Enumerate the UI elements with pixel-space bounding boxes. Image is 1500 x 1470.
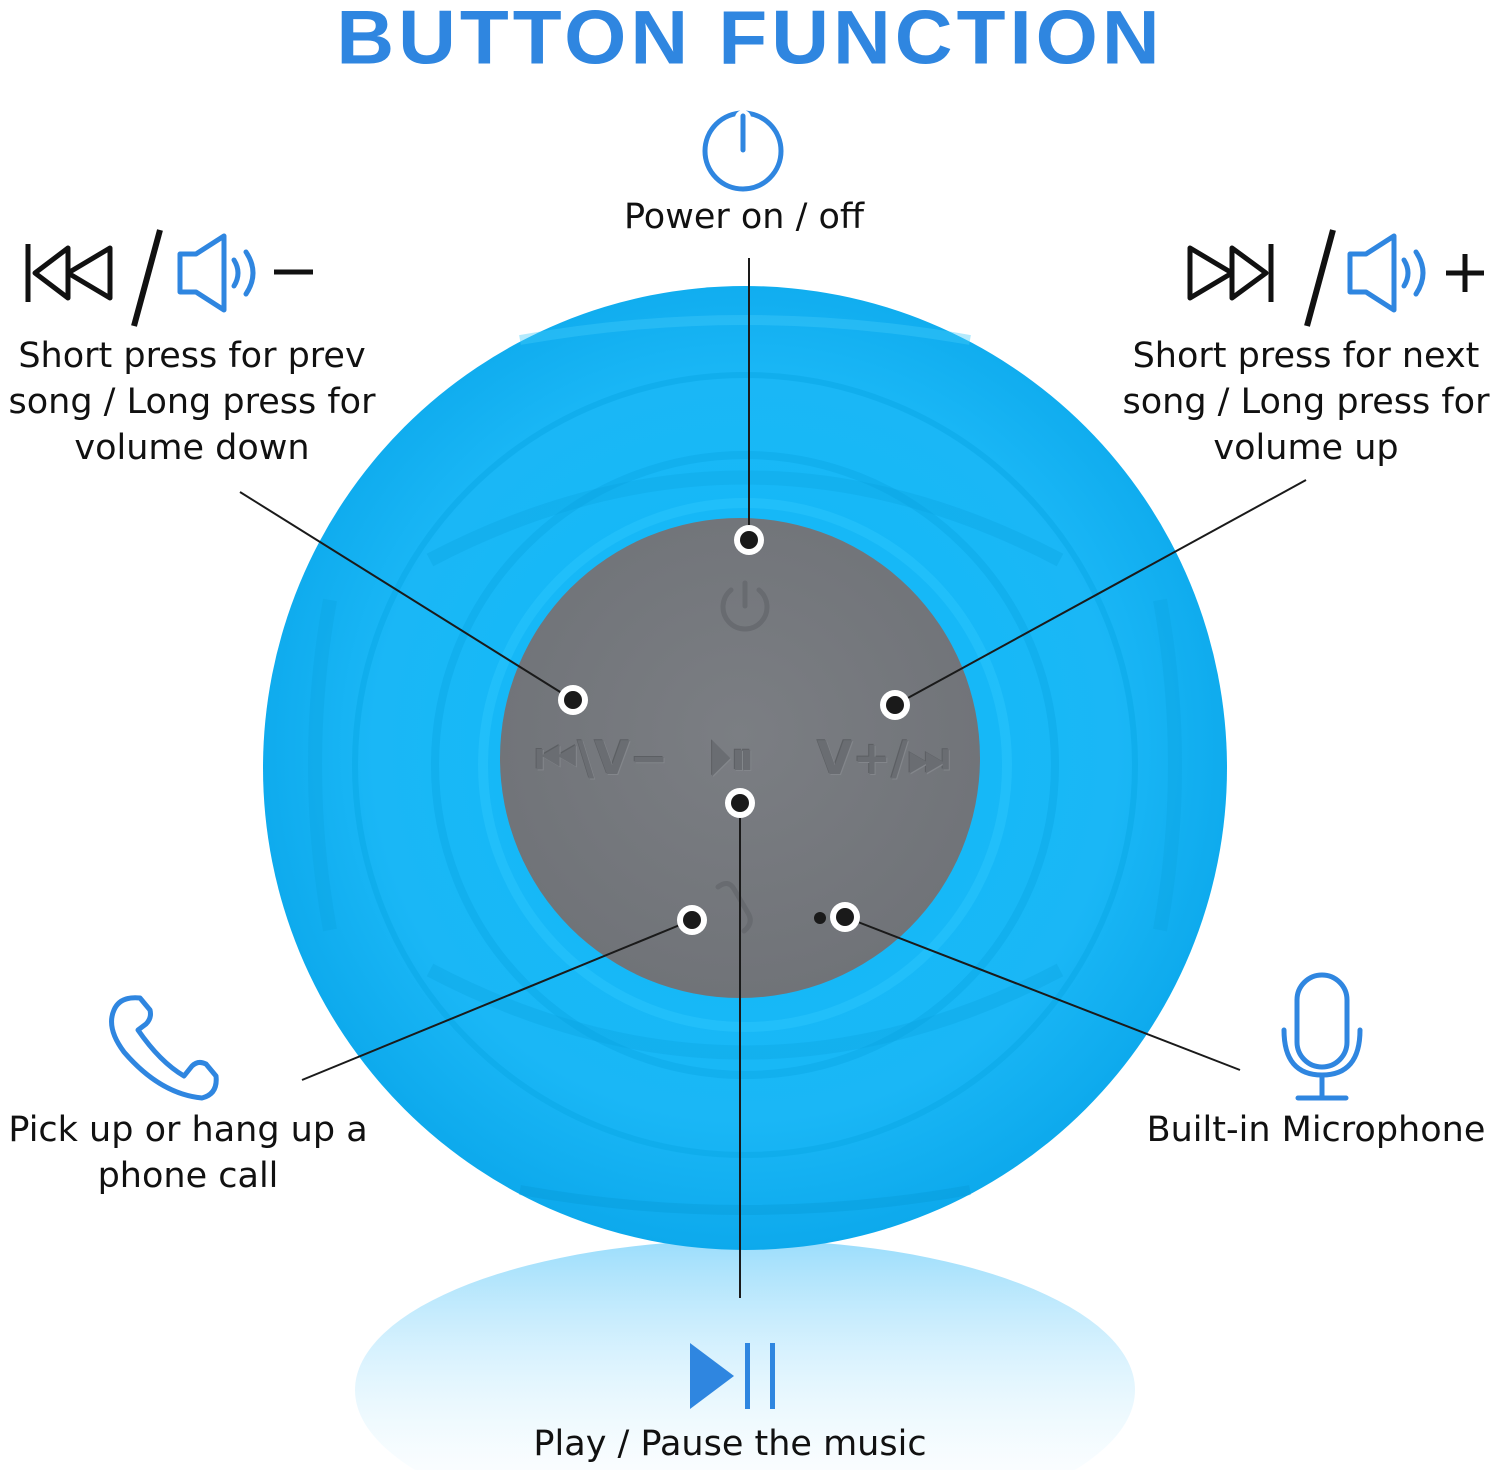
marker-call	[677, 905, 707, 935]
slash-right	[1304, 229, 1336, 327]
call-label-line-1: Pick up or hang up a	[8, 1110, 368, 1150]
marker-next	[880, 690, 910, 720]
mic-label: Built-in Microphone	[1146, 1110, 1486, 1150]
next-label-line-2: song / Long press for	[1122, 382, 1490, 422]
prev-label: Short press for prev song / Long press f…	[0, 333, 384, 471]
panel-next-volume-text: V+/⏭	[817, 731, 950, 785]
skip-next-icon	[1187, 244, 1274, 302]
next-label-line-1: Short press for next	[1132, 336, 1480, 376]
marker-play	[725, 788, 755, 818]
play-label: Play / Pause the music	[533, 1424, 927, 1464]
next-label: Short press for next song / Long press f…	[1112, 333, 1500, 471]
marker-prev	[558, 685, 588, 715]
prev-label-line-3: volume down	[74, 428, 310, 468]
prev-label-line-2: song / Long press for	[8, 382, 376, 422]
page-title: BUTTON FUNCTION	[336, 0, 1164, 80]
plus-sign	[1446, 254, 1484, 292]
play-pause-icon	[690, 1343, 775, 1409]
microphone-icon	[1281, 972, 1363, 1101]
power-icon	[702, 110, 784, 192]
leader-lines	[239, 258, 1307, 1298]
next-label-line-3: volume up	[1213, 428, 1399, 468]
power-label: Power on / off	[623, 197, 865, 237]
panel-power-symbol	[720, 580, 770, 632]
panel-prev-volume-text: ⏮\V−	[536, 731, 669, 785]
slash-left	[131, 229, 163, 327]
call-label-line-2: phone call	[97, 1156, 279, 1196]
marker-mic	[830, 902, 860, 932]
panel-mic-hole	[814, 912, 826, 924]
volume-down-icon	[177, 233, 256, 313]
phone-icon	[109, 995, 219, 1101]
prev-label-line-1: Short press for prev	[18, 336, 366, 376]
skip-previous-icon	[25, 244, 113, 302]
call-label: Pick up or hang up a phone call	[0, 1107, 376, 1199]
marker-dots	[558, 525, 910, 935]
panel-play-pause-text: ⏵⏸	[708, 731, 754, 785]
volume-up-icon	[1347, 233, 1426, 313]
marker-power	[734, 525, 764, 555]
